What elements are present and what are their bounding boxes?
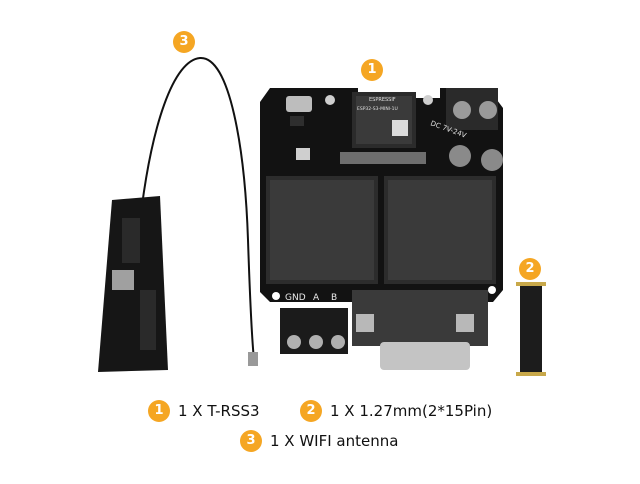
antenna-cable [137,56,255,361]
legend-badge: 2 [300,400,322,422]
legend-item-board: 1 1 X T-RSS3 [148,400,260,422]
wifi-antenna-patch [98,196,168,372]
pin-label-a: A [313,293,320,303]
legend-item-antenna: 3 1 X WIFI antenna [240,430,398,452]
pin-header-row [340,152,426,164]
pin-label-b: B [331,293,337,303]
pin-header-2x15 [516,282,546,376]
callout-badge-board: 1 [361,59,383,81]
pin-label-gnd: GND [285,293,306,303]
qr-code [392,120,408,136]
callout-badge-pin-header: 2 [519,258,541,280]
legend-text: 1 X 1.27mm(2*15Pin) [330,402,493,420]
capacitor [481,149,503,171]
chip-brand-text: ESPRESSIF [369,97,396,103]
legend-item-pin-header: 2 1 X 1.27mm(2*15Pin) [300,400,492,422]
antenna-connector [248,352,258,366]
capacitor [449,145,471,167]
legend-badge: 1 [148,400,170,422]
boot-button [325,95,335,105]
reset-button [423,95,433,105]
legend-text: 1 X WIFI antenna [270,432,399,450]
legend-badge: 3 [240,430,262,452]
chip-model-text: ESP32-S3-MINI-1U [357,106,398,112]
pcb-board [260,88,503,370]
legend-text: 1 X T-RSS3 [178,402,260,420]
usb-c-port [286,96,312,112]
callout-badge-antenna: 3 [173,31,195,53]
